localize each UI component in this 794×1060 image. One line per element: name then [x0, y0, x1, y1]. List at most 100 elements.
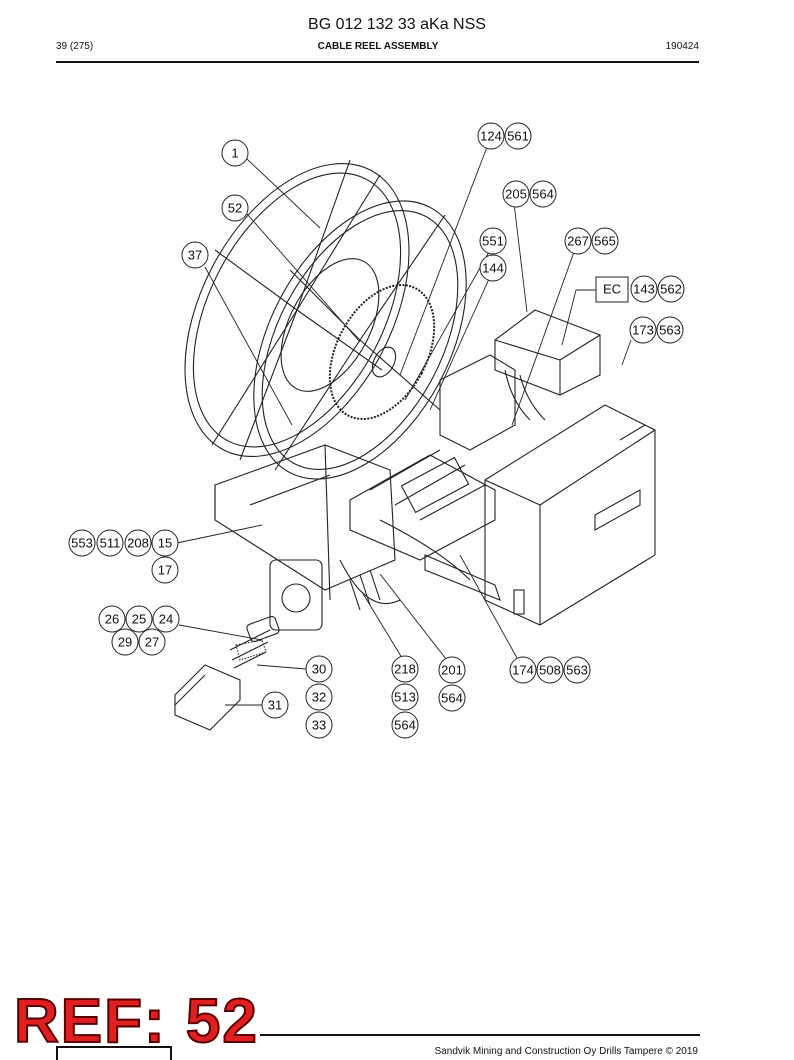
- callout-17: [151, 556, 179, 584]
- callout-label-24: 24: [159, 612, 173, 627]
- callout-553: [68, 529, 96, 557]
- callout-37: [181, 241, 209, 269]
- callout-label-508: 508: [539, 663, 561, 678]
- callout-30: [305, 655, 333, 683]
- callout-218: [391, 655, 419, 683]
- callout-label-551: 551: [482, 234, 504, 249]
- control-box: [439, 354, 516, 451]
- callout-label-174: 174: [512, 663, 534, 678]
- callout-label-511: 511: [100, 536, 121, 551]
- callout-32: [305, 683, 333, 711]
- callout-551: [479, 227, 507, 255]
- callout-124: [477, 122, 505, 150]
- callout-ec-box: [595, 276, 629, 303]
- callout-1: [221, 139, 249, 167]
- header-rule: [56, 61, 699, 63]
- callout-511: [96, 529, 124, 557]
- reel-hub: [371, 346, 397, 378]
- callout-561: [504, 122, 532, 150]
- callout-267: [564, 227, 592, 255]
- callout-label-1: 1: [231, 146, 238, 161]
- callout-label-564-bottom: 564: [394, 718, 416, 733]
- callout-508: [536, 656, 564, 684]
- callout-208: [124, 529, 152, 557]
- callout-52: [221, 194, 249, 222]
- cabinet-window: [594, 489, 641, 531]
- callout-205: [502, 180, 530, 208]
- callout-label-ec: EC: [603, 282, 621, 297]
- callout-label-267: 267: [567, 234, 589, 249]
- reel-flange-rear: [184, 162, 410, 458]
- hose-fittings: [349, 569, 381, 611]
- brand-logo: [56, 1046, 172, 1060]
- callout-label-562: 562: [660, 282, 682, 297]
- callout-143: [630, 275, 658, 303]
- callout-label-563-bottom: 563: [566, 663, 588, 678]
- callout-173: [629, 316, 657, 344]
- callout-29: [111, 628, 139, 656]
- callout-27: [138, 628, 166, 656]
- callout-564-bottom: [391, 711, 419, 739]
- callout-label-143: 143: [633, 282, 655, 297]
- callout-564-top: [529, 180, 557, 208]
- callout-label-563-top: 563: [659, 323, 681, 338]
- callout-label-17: 17: [158, 563, 172, 578]
- callout-201: [438, 656, 466, 684]
- hose-1: [339, 559, 401, 605]
- hose-2: [379, 519, 471, 581]
- callout-562: [657, 275, 685, 303]
- callout-label-26: 26: [105, 612, 119, 627]
- callout-label-564-mid: 564: [441, 691, 463, 706]
- reel-base-frame: [214, 444, 396, 591]
- reel-flange-front-inner: [261, 209, 459, 471]
- leader-lines: [176, 146, 632, 706]
- callout-label-144: 144: [482, 261, 504, 276]
- callout-label-205: 205: [505, 187, 527, 202]
- callout-15: [151, 529, 179, 557]
- callout-label-15: 15: [158, 536, 172, 551]
- valve-block: [349, 449, 496, 561]
- callout-565: [591, 227, 619, 255]
- callout-563-bottom: [563, 656, 591, 684]
- callout-label-553: 553: [71, 536, 93, 551]
- callout-label-208: 208: [127, 536, 149, 551]
- callout-563-top: [656, 316, 684, 344]
- callout-label-173: 173: [632, 323, 654, 338]
- junction-box: [494, 309, 601, 421]
- reel-motor: [269, 559, 323, 631]
- callout-33: [305, 711, 333, 739]
- motor-flange: [281, 583, 311, 613]
- section-title: CABLE REEL ASSEMBLY: [317, 41, 439, 52]
- electrical-cabinet: [484, 404, 656, 626]
- callout-31: [261, 691, 289, 719]
- cable-plug: [174, 615, 280, 731]
- reel-flange-rear-inner: [192, 172, 402, 448]
- callout-label-565: 565: [594, 234, 616, 249]
- callout-label-29: 29: [118, 635, 132, 650]
- footer-copyright: Sandvik Mining and Construction Oy Drill…: [434, 1046, 698, 1057]
- callout-label-124: 124: [480, 129, 502, 144]
- callout-25: [125, 605, 153, 633]
- reference-stamp: REF: 52: [13, 986, 259, 1057]
- callout-174: [509, 656, 537, 684]
- callout-label-513: 513: [394, 690, 416, 705]
- callout-564-mid: [438, 684, 466, 712]
- callout-24: [152, 605, 180, 633]
- callout-513: [391, 683, 419, 711]
- callout-label-561: 561: [507, 129, 529, 144]
- callout-label-52: 52: [228, 201, 242, 216]
- reel-gear-ring: [328, 284, 436, 420]
- reel-drum: [280, 258, 380, 392]
- callout-label-564-top: 564: [532, 187, 554, 202]
- callout-label-218: 218: [394, 662, 416, 677]
- reel-drawing: [174, 159, 656, 731]
- footer-rule: [260, 1034, 700, 1036]
- date-code: 190424: [665, 41, 699, 52]
- cabinet-connectors: [513, 589, 525, 615]
- document-title: BG 012 132 33 aKa NSS: [308, 16, 486, 33]
- callout-label-37: 37: [188, 248, 202, 263]
- callout-bubbles: [68, 122, 685, 739]
- callout-label-31: 31: [268, 698, 282, 713]
- support-arm: [424, 554, 501, 601]
